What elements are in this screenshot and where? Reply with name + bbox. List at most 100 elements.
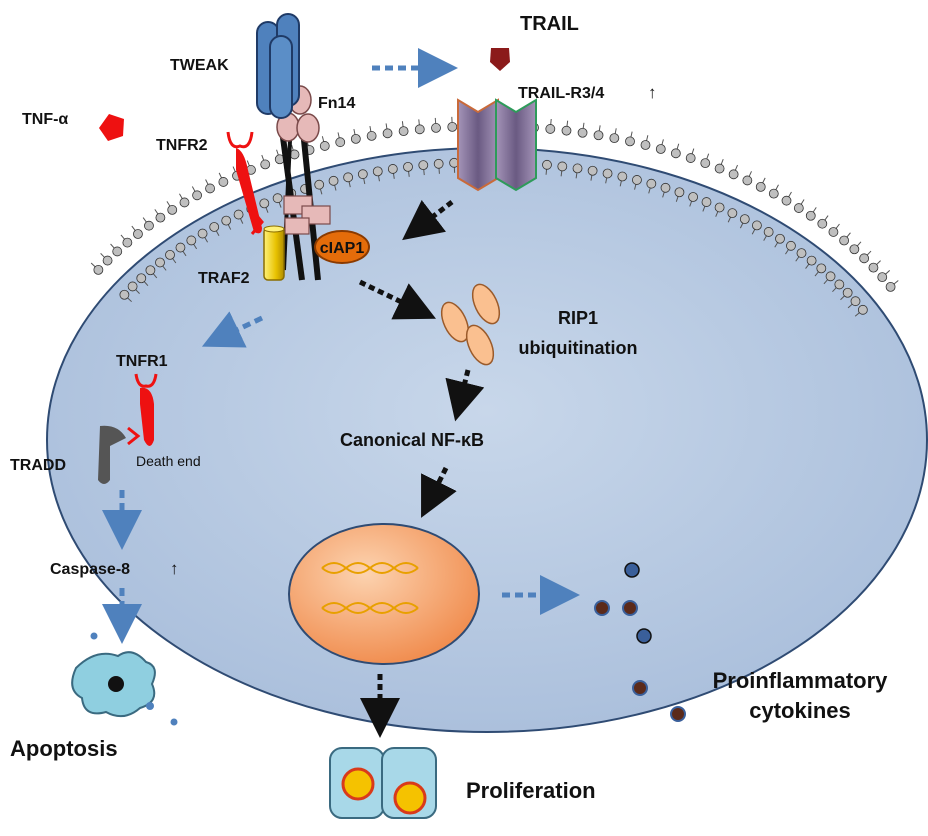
lipid-head bbox=[877, 272, 888, 283]
lipid-head bbox=[640, 140, 651, 150]
lipid-head bbox=[763, 227, 774, 237]
lipid-head bbox=[272, 193, 283, 204]
tnfr2-receptor bbox=[226, 131, 264, 235]
lipid-head bbox=[781, 195, 792, 206]
lipid-head bbox=[561, 125, 572, 136]
lipid-head bbox=[328, 175, 339, 186]
label-trail: TRAIL bbox=[520, 13, 579, 35]
lipid-head bbox=[350, 133, 361, 144]
lipid-head bbox=[714, 163, 725, 174]
label-proinflammatory: Proinflammatory bbox=[713, 668, 889, 693]
lipid-head bbox=[447, 121, 458, 132]
lipid-head bbox=[825, 271, 836, 282]
lipid-head bbox=[167, 204, 178, 215]
ciap1-protein bbox=[314, 230, 370, 264]
cytokine-dots-icon bbox=[594, 562, 686, 722]
lipid-head bbox=[632, 175, 642, 185]
lipid-head bbox=[314, 179, 325, 190]
cell-body bbox=[46, 147, 928, 733]
lipid-head bbox=[205, 183, 215, 194]
lipid-head bbox=[593, 130, 604, 141]
lipid-head bbox=[688, 192, 699, 202]
lipid-head bbox=[102, 255, 113, 266]
tradd-adaptor bbox=[98, 425, 126, 484]
label-tnfr2: TNFR2 bbox=[156, 137, 208, 154]
lipid-head bbox=[857, 304, 868, 315]
lipid-head bbox=[398, 126, 409, 137]
lipid-head bbox=[382, 128, 393, 139]
lipid-head bbox=[545, 124, 556, 134]
lipid-head bbox=[414, 124, 425, 135]
lipid-head bbox=[700, 158, 711, 169]
lipid-head bbox=[403, 161, 413, 172]
label-caspase8-up-arrow: ↑ bbox=[170, 559, 179, 578]
lipid-head bbox=[834, 279, 845, 290]
lipid-head bbox=[727, 208, 738, 219]
label-ciap1: cIAP1 bbox=[320, 240, 365, 257]
lipid-head bbox=[701, 197, 712, 207]
lipid-head bbox=[714, 202, 725, 213]
trail-receptor-3-4 bbox=[457, 98, 537, 192]
lipid-head bbox=[372, 166, 383, 177]
lipid-head bbox=[233, 209, 244, 220]
lipid-head bbox=[186, 235, 197, 246]
apoptotic-cell-icon bbox=[71, 632, 178, 726]
label-rip1: RIP1 bbox=[558, 308, 598, 328]
lipid-head bbox=[646, 178, 657, 189]
lipid-head bbox=[625, 136, 635, 147]
lipid-head bbox=[133, 229, 143, 239]
lipid-head bbox=[197, 228, 208, 239]
fn14-intracellular-domain bbox=[283, 195, 331, 235]
lipid-head bbox=[192, 190, 202, 201]
lipid-head bbox=[572, 163, 583, 174]
lipid-head bbox=[335, 137, 346, 148]
label-tradd: TRADD bbox=[10, 457, 66, 474]
lipid-head bbox=[557, 161, 568, 172]
lipid-head bbox=[739, 214, 750, 225]
lipid-head bbox=[839, 235, 850, 246]
lipid-head bbox=[165, 249, 175, 260]
proliferating-cells-icon bbox=[329, 747, 437, 819]
label-apoptosis: Apoptosis bbox=[10, 736, 118, 761]
lipid-head bbox=[793, 203, 804, 213]
rip1-protein bbox=[440, 283, 501, 366]
lipid-head bbox=[144, 220, 154, 231]
lipid-head bbox=[366, 131, 377, 141]
lipid-head bbox=[816, 263, 827, 274]
lipid-head bbox=[609, 133, 620, 144]
lipid-head bbox=[859, 253, 870, 264]
lipid-head bbox=[175, 242, 186, 253]
tweak-ligand bbox=[256, 13, 300, 119]
lipid-head bbox=[655, 144, 666, 154]
lipid-head bbox=[119, 289, 130, 300]
lipid-head bbox=[685, 153, 696, 163]
lipid-head bbox=[577, 127, 588, 138]
lipid-head bbox=[850, 296, 861, 307]
lipid-head bbox=[674, 187, 685, 198]
lipid-head bbox=[828, 227, 839, 237]
label-rip1-ubiquitination: ubiquitination bbox=[519, 338, 638, 358]
lipid-head bbox=[670, 148, 681, 159]
lipid-head bbox=[775, 233, 785, 244]
lipid-head bbox=[155, 257, 165, 268]
lipid-head bbox=[122, 237, 133, 248]
label-fn14: Fn14 bbox=[318, 95, 355, 112]
label-tweak: TWEAK bbox=[170, 57, 229, 74]
lipid-head bbox=[805, 210, 816, 221]
arrow-rip1-to-nfkb bbox=[445, 369, 485, 422]
lipid-head bbox=[259, 198, 270, 209]
lipid-head bbox=[260, 159, 271, 170]
nucleus bbox=[288, 523, 480, 665]
label-traf2: TRAF2 bbox=[198, 270, 250, 287]
traf2-adaptor bbox=[263, 225, 285, 281]
label-tnfr1: TNFR1 bbox=[116, 353, 168, 370]
lipid-head bbox=[221, 215, 232, 226]
lipid-head bbox=[93, 264, 104, 275]
lipid-head bbox=[885, 281, 896, 292]
lipid-head bbox=[806, 255, 817, 266]
lipid-head bbox=[617, 171, 628, 182]
lipid-head bbox=[319, 141, 330, 151]
arrow-trailr-to-ciap1 bbox=[402, 199, 454, 241]
lipid-head bbox=[796, 248, 807, 258]
label-proliferation: Proliferation bbox=[466, 778, 596, 803]
